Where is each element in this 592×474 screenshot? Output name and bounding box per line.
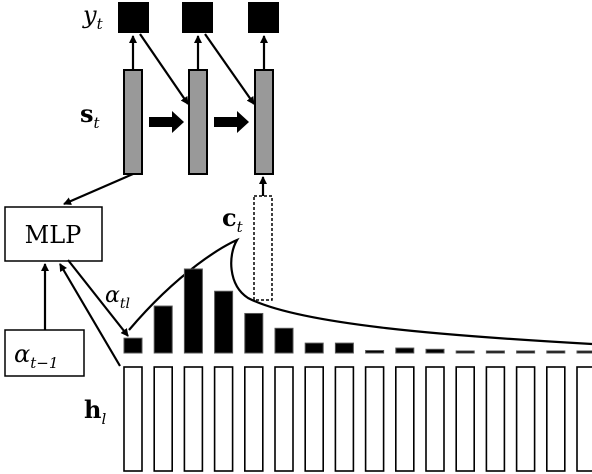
alpha-prev-label: αt−1: [14, 340, 58, 372]
encoder-state-7: [304, 366, 325, 472]
block-arrow-1: [149, 111, 184, 133]
mlp-label: MLP: [25, 221, 82, 249]
encoder-state-10: [394, 366, 415, 472]
block-arrow-2: [214, 111, 249, 133]
attention-bars: [123, 268, 592, 354]
arrow-output2-to-state3: [204, 33, 255, 105]
encoder-state-12: [455, 366, 476, 472]
attention-bar-15: [546, 350, 566, 354]
output-box-3: [248, 2, 279, 33]
encoder-state-15: [545, 366, 566, 472]
label-y-sub: t: [97, 15, 104, 33]
attention-bar-5: [244, 312, 264, 354]
label-c: ct: [222, 203, 244, 236]
label-s-sub: t: [94, 114, 101, 132]
encoder-state-8: [334, 366, 355, 472]
encoder-state-4: [213, 366, 234, 472]
encoder-state-2: [153, 366, 173, 472]
encoder-states: [123, 366, 592, 472]
attention-bar-2: [153, 305, 173, 354]
encoder-state-6: [274, 366, 294, 472]
arrow-state1-to-mlp: [63, 172, 134, 206]
encoder-state-14: [515, 366, 536, 472]
output-box-1: [118, 2, 149, 33]
attention-bar-10: [395, 347, 415, 354]
attention-bar-7: [304, 342, 324, 354]
encoder-state-3: [183, 366, 204, 472]
mlp-box: [4, 206, 103, 262]
encoder-state-9: [364, 366, 385, 472]
attention-bar-16: [576, 350, 592, 354]
context-vector: [253, 195, 273, 301]
output-box-2: [182, 2, 213, 33]
alpha-prev-box: [4, 329, 85, 377]
attention-bar-14: [516, 350, 536, 354]
label-alpha-tl-sub: tl: [120, 296, 130, 312]
attention-curve: [128, 237, 592, 346]
encoder-state-1: [123, 366, 143, 472]
attention-bar-1: [123, 337, 143, 354]
arrow-mlp-to-attention: [67, 259, 129, 337]
label-c-sub: t: [237, 218, 244, 236]
attention-bar-12: [455, 350, 475, 354]
arrow-output1-to-state2: [139, 33, 189, 105]
label-s: st: [80, 99, 101, 132]
attention-bar-11: [425, 348, 445, 354]
encoder-state-5: [244, 366, 264, 472]
label-alpha-tl: αtl: [105, 283, 130, 312]
encoder-state-16: [576, 366, 592, 472]
attention-bar-8: [334, 342, 354, 354]
arrow-encoder-to-mlp: [59, 263, 121, 367]
attention-bar-13: [485, 350, 505, 354]
attention-bar-3: [183, 268, 203, 354]
attention-bar-4: [214, 290, 234, 354]
attention-bar-9: [365, 350, 385, 354]
label-y: yt: [82, 1, 104, 33]
alpha-prev-sub: t−1: [30, 354, 58, 372]
encoder-state-13: [485, 366, 506, 472]
decoder-state-1: [123, 69, 143, 175]
decoder-state-2: [188, 69, 208, 175]
label-h-sub: l: [101, 410, 106, 428]
attention-bar-6: [274, 327, 294, 354]
encoder-state-11: [425, 366, 445, 472]
label-h: hl: [84, 395, 106, 428]
decoder-state-3: [254, 69, 274, 175]
